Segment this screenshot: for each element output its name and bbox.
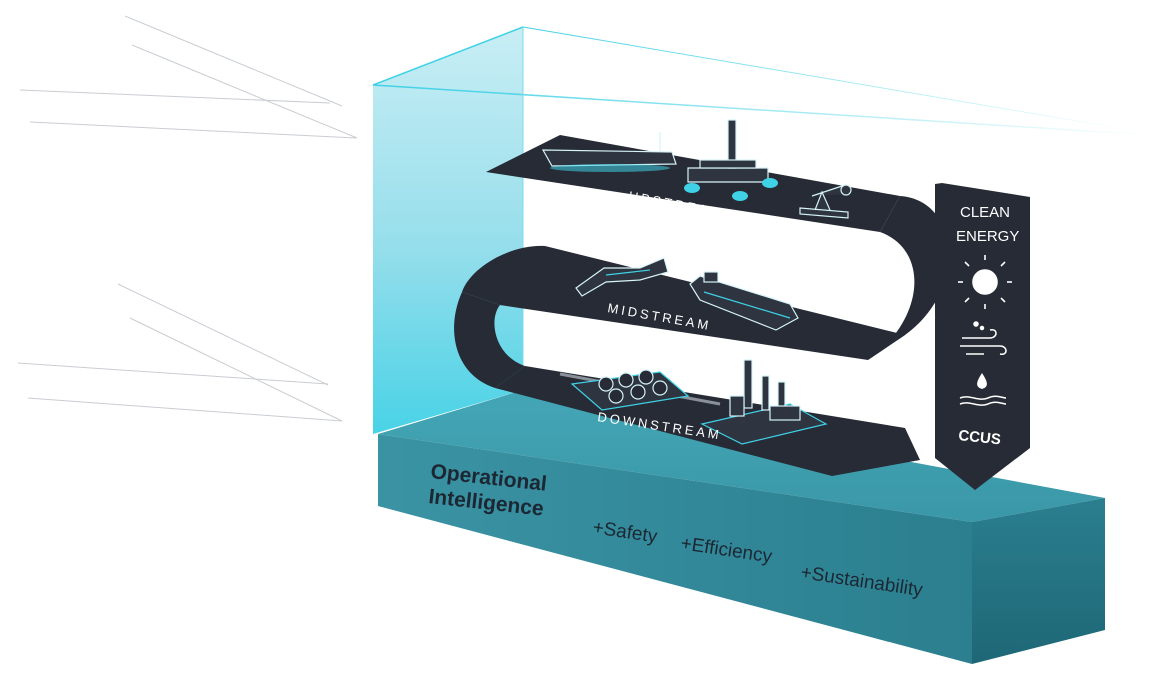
left-loop [454,292,525,388]
sun-icon [958,255,1012,309]
decorative-streaks [17,15,358,422]
operational-intelligence-base [378,390,1105,664]
fpso-tanker-icon [541,149,677,167]
ccus-label: CCUS [958,427,1002,448]
clean-energy-title-line1: CLEAN [960,204,1010,221]
clean-energy-banner: CLEAN ENERGY CCUS [935,183,1030,490]
midstream-platform [462,245,905,360]
upstream-assets [541,119,852,219]
lng-carrier-icon [689,275,799,331]
clean-energy-title-line2: ENERGY [956,228,1019,245]
downstream-assets [559,359,828,445]
offshore-platform-icon [687,167,769,183]
midstream-assets [575,257,799,331]
right-loop [868,196,949,360]
water-drop-icon [959,373,1007,406]
wind-icon [960,321,1007,355]
pumpjack-icon [799,185,849,219]
pipeline-icon [575,257,669,297]
